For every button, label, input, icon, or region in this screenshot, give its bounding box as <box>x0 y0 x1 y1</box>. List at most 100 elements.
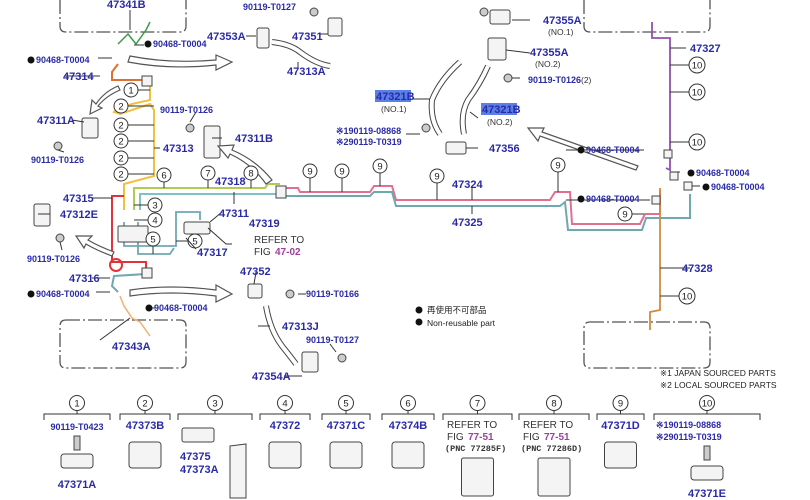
label-90119-T0127-top[interactable]: 90119-T0127 <box>243 2 296 12</box>
legend-non-reusable-jp: 再使用不可部品 <box>427 305 487 315</box>
label-47313A[interactable]: 47313A <box>287 66 326 78</box>
label-47328[interactable]: 47328 <box>682 263 713 275</box>
label-47313J[interactable]: 47313J <box>282 321 319 333</box>
label-90468-T0004-h[interactable]: 90468-T0004 <box>586 194 640 204</box>
label-90119-T0126-2[interactable]: 90119-T0126 <box>528 75 581 85</box>
label-47355A-no1[interactable]: 47355A <box>543 15 582 27</box>
arrow-to-47352 <box>129 283 234 303</box>
clamp-part-label[interactable]: 47375 <box>180 451 211 463</box>
label-90119-T0126-mid[interactable]: 90119-T0126 <box>160 105 213 115</box>
clamp-fig: FIG <box>447 432 464 443</box>
tube-47343A <box>119 295 151 337</box>
clamp-refer: REFER TO <box>523 420 573 431</box>
clamp-part-label[interactable]: 47373B <box>126 420 165 432</box>
clamp-part-image <box>690 465 724 481</box>
label-47316[interactable]: 47316 <box>69 273 100 285</box>
callout-9c: 9 <box>372 158 388 174</box>
label-90119-T0126-left[interactable]: 90119-T0126 <box>31 155 84 165</box>
label-47351[interactable]: 47351 <box>292 31 323 43</box>
clamp-index-circle <box>338 395 354 411</box>
label-47311[interactable]: 47311 <box>219 208 249 220</box>
clamp-index: 3 <box>212 399 217 410</box>
label-47325[interactable]: 47325 <box>452 217 483 229</box>
label-47327[interactable]: 47327 <box>690 43 721 55</box>
label-90468-T0004-d[interactable]: 90468-T0004 <box>154 303 208 313</box>
label-47354A[interactable]: 47354A <box>252 371 291 383</box>
label-47311A[interactable]: 47311A <box>37 115 75 127</box>
clamp-part-label[interactable]: 47372 <box>270 420 301 432</box>
label-90468-T0004-c[interactable]: 90468-T0004 <box>36 289 90 299</box>
label-90468-T0004-g[interactable]: 90468-T0004 <box>711 182 765 192</box>
label-90468-T0004-b[interactable]: 90468-T0004 <box>36 55 90 65</box>
label-47341B[interactable]: 47341B <box>107 0 146 11</box>
label-47313[interactable]: 47313 <box>163 143 194 155</box>
label-47355A-no2[interactable]: 47355A <box>530 47 569 59</box>
label-47319[interactable]: 47319 <box>249 218 280 230</box>
callout-4: 4 <box>147 212 163 228</box>
fig-link-47-02[interactable]: 47-02 <box>275 247 301 258</box>
clamp-part-label[interactable]: 47371C <box>327 420 366 432</box>
clamp-part-label[interactable]: 47371E <box>688 488 726 500</box>
clamp-fig-link[interactable]: 77-51 <box>468 432 494 443</box>
label-90119-T0319[interactable]: ※290119-T0319 <box>336 137 402 147</box>
clamp-part-label[interactable]: 90119-T0423 <box>50 422 103 432</box>
svg-text:5: 5 <box>192 237 197 248</box>
bolt-top-right <box>479 7 489 17</box>
label-90119-08868[interactable]: ※190119-08868 <box>336 126 401 136</box>
label-47314[interactable]: 47314 <box>63 71 94 83</box>
label-47318[interactable]: 47318 <box>215 176 246 188</box>
callout-9e: 9 <box>550 157 566 173</box>
label-90468-T0004-f[interactable]: 90468-T0004 <box>696 168 750 178</box>
label-90119-T0126-l2[interactable]: 90119-T0126 <box>27 254 80 264</box>
bracket-image <box>229 443 247 499</box>
tube-47324 <box>280 185 661 225</box>
svg-text:10: 10 <box>692 88 703 99</box>
bolt-90119-T0127-top <box>309 7 319 17</box>
clamp-part-label[interactable]: 47374B <box>389 420 428 432</box>
label-90119-T0127-b[interactable]: 90119-T0127 <box>306 335 359 345</box>
callout-9a: 9 <box>302 163 318 179</box>
label-47321B-no1-sub: (NO.1) <box>381 104 407 114</box>
highlight-47321B-no1 <box>375 90 411 102</box>
clamp-bracket <box>653 411 761 420</box>
label-47312E[interactable]: 47312E <box>60 209 98 221</box>
label-47315[interactable]: 47315 <box>63 193 94 205</box>
clamp-part-label[interactable]: ※290119-T0319 <box>656 432 722 442</box>
svg-text:9: 9 <box>377 162 382 173</box>
label-47356[interactable]: 47356 <box>489 143 520 155</box>
label-47321B-no2-sub: (NO.2) <box>487 117 513 127</box>
clamp-part-label[interactable]: 47373A <box>180 464 219 476</box>
label-90468-T0004-e[interactable]: 90468-T0004 <box>586 145 640 155</box>
clamp-bracket <box>321 411 371 420</box>
label-90119-T0126-2-qty: (2) <box>581 75 592 85</box>
clamp-index-circle <box>207 395 223 411</box>
legend-non-reusable-en: Non-reusable part <box>427 318 496 328</box>
callout-2c: 2 <box>113 133 129 149</box>
non-reusable-dot <box>144 40 152 48</box>
label-47352[interactable]: 47352 <box>240 266 271 278</box>
label-47343A[interactable]: 47343A <box>112 341 151 353</box>
part-47351 <box>327 17 343 37</box>
clamp-fig-link[interactable]: 77-51 <box>544 432 570 443</box>
label-47324[interactable]: 47324 <box>452 179 483 191</box>
label-90119-T0166[interactable]: 90119-T0166 <box>306 289 359 299</box>
label-47321B-no1[interactable]: 47321B <box>376 91 415 103</box>
clamp-pnc: (PNC 77286D) <box>521 444 582 454</box>
clamp-part-label[interactable]: ※190119-08868 <box>656 420 721 430</box>
label-47321B-no2[interactable]: 47321B <box>482 104 521 116</box>
svg-text:10: 10 <box>692 138 703 149</box>
part-47312E <box>33 203 51 227</box>
clamp-part-label[interactable]: 47371D <box>601 420 640 432</box>
label-47353A[interactable]: 47353A <box>207 31 246 43</box>
part-47311B <box>203 125 221 159</box>
label-90468-T0004-a[interactable]: 90468-T0004 <box>153 39 207 49</box>
clamp-part-label[interactable]: 47371A <box>58 479 97 491</box>
label-47317[interactable]: 47317 <box>197 247 228 259</box>
label-47311B[interactable]: 47311B <box>235 133 273 145</box>
svg-text:2: 2 <box>118 137 123 148</box>
svg-text:2: 2 <box>118 170 123 181</box>
